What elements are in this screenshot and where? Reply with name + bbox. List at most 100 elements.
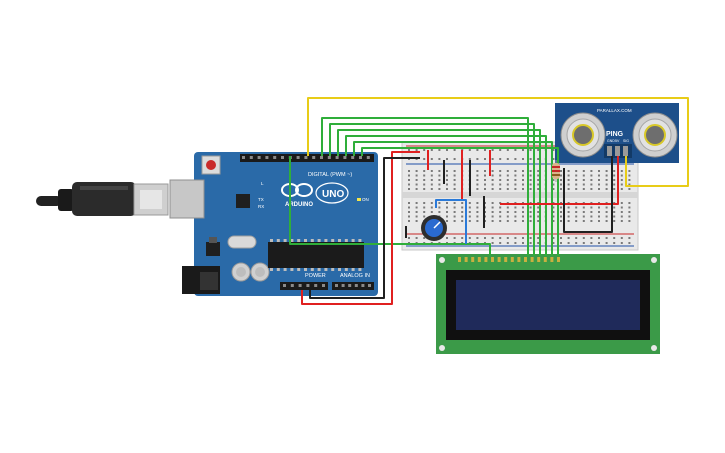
header-pin xyxy=(314,284,318,287)
breadboard-hole xyxy=(446,149,448,151)
sensor-pin-5v xyxy=(615,146,620,156)
chip-pin xyxy=(297,239,301,242)
header-pin xyxy=(249,156,253,159)
breadboard-hole xyxy=(575,206,578,209)
chip-pin xyxy=(338,239,341,242)
breadboard-hole xyxy=(613,242,616,244)
breadboard-hole xyxy=(582,206,585,209)
breadboard-hole xyxy=(590,179,593,181)
breadboard-hole xyxy=(415,202,418,204)
breadboard-hole xyxy=(484,149,486,151)
header-pin xyxy=(343,156,347,159)
breadboard-hole xyxy=(529,149,532,151)
breadboard-hole xyxy=(582,215,585,218)
breadboard-hole xyxy=(438,149,441,151)
breadboard-hole xyxy=(484,188,486,190)
breadboard-hole xyxy=(438,202,441,204)
breadboard-hole xyxy=(423,206,426,209)
breadboard-hole xyxy=(567,211,570,213)
breadboard-hole xyxy=(598,183,600,186)
breadboard-hole xyxy=(590,174,593,177)
analog-label: ANALOG IN xyxy=(340,273,370,279)
chip-pin xyxy=(304,268,307,271)
breadboard-hole xyxy=(560,215,562,218)
breadboard-hole xyxy=(605,206,608,209)
resistor-band-1 xyxy=(552,166,560,168)
sensor-pin-label-gnd: GND xyxy=(607,139,615,143)
breadboard-hole xyxy=(567,170,570,172)
breadboard-hole xyxy=(461,220,464,222)
lcd-pin xyxy=(510,257,514,262)
breadboard-hole xyxy=(423,179,426,181)
breadboard-hole xyxy=(529,174,532,177)
breadboard-hole xyxy=(598,188,600,190)
breadboard-hole xyxy=(514,158,517,160)
breadboard-hole xyxy=(499,215,502,218)
breadboard-hole xyxy=(582,174,585,177)
breadboard-center-channel xyxy=(402,192,638,198)
breadboard-hole xyxy=(537,179,540,181)
breadboard-hole xyxy=(575,170,578,172)
chip-pin xyxy=(290,239,294,242)
breadboard-hole xyxy=(620,215,623,218)
breadboard-hole xyxy=(537,183,540,186)
header-pin xyxy=(368,284,371,287)
breadboard-hole xyxy=(461,237,464,239)
breadboard-hole xyxy=(506,220,509,222)
breadboard-hole xyxy=(605,174,608,177)
breadboard-hole xyxy=(408,237,410,239)
wire-green-lcd-d5 xyxy=(337,129,541,256)
breadboard-hole xyxy=(598,220,600,222)
power-header xyxy=(280,282,328,290)
breadboard-hole xyxy=(628,220,631,222)
breadboard-hole xyxy=(491,242,494,244)
breadboard-hole xyxy=(598,211,600,213)
breadboard-hole xyxy=(438,170,441,172)
header-pin xyxy=(257,156,261,159)
breadboard-hole xyxy=(590,206,593,209)
breadboard-hole xyxy=(628,237,631,239)
breadboard-hole xyxy=(506,215,509,218)
lcd-pin xyxy=(484,257,488,262)
breadboard-hole xyxy=(582,220,585,222)
breadboard-hole xyxy=(529,215,532,218)
breadboard-hole xyxy=(529,170,532,172)
chip-pin xyxy=(283,239,287,242)
breadboard-hole xyxy=(613,188,616,190)
breadboard-hole xyxy=(567,242,570,244)
breadboard-hole xyxy=(446,202,448,204)
breadboard-hole xyxy=(476,220,479,222)
breadboard-hole xyxy=(514,183,517,186)
breadboard-hole xyxy=(537,220,540,222)
breadboard-hole xyxy=(499,158,502,160)
breadboard-hole xyxy=(529,242,532,244)
breadboard-hole xyxy=(522,237,524,239)
header-pin xyxy=(312,156,316,159)
breadboard-hole xyxy=(423,174,426,177)
chip-pin xyxy=(276,268,280,271)
breadboard-hole xyxy=(605,237,608,239)
breadboard-hole xyxy=(582,183,585,186)
breadboard-hole xyxy=(491,170,494,172)
breadboard-hole xyxy=(453,188,456,190)
usb-plug-body xyxy=(72,182,136,216)
header-pin xyxy=(273,156,277,159)
breadboard-hole xyxy=(506,211,509,213)
wire-red-5v xyxy=(301,151,420,305)
breadboard-hole xyxy=(491,179,494,181)
capacitor-2-top xyxy=(255,267,265,277)
breadboard-hole xyxy=(582,211,585,213)
breadboard-hole xyxy=(506,179,509,181)
chip-pin xyxy=(331,268,335,271)
breadboard-hole xyxy=(598,237,600,239)
breadboard-hole xyxy=(575,174,578,177)
breadboard-hole xyxy=(590,170,593,172)
breadboard-hole xyxy=(628,183,631,186)
breadboard-hole xyxy=(575,220,578,222)
wire-green-arduino-to-breadboard xyxy=(289,156,491,256)
breadboard-hole xyxy=(461,202,464,204)
lcd-pin xyxy=(458,257,461,262)
lcd-pin xyxy=(464,257,468,262)
breadboard-hole xyxy=(628,211,631,213)
chip-pin xyxy=(338,268,341,271)
